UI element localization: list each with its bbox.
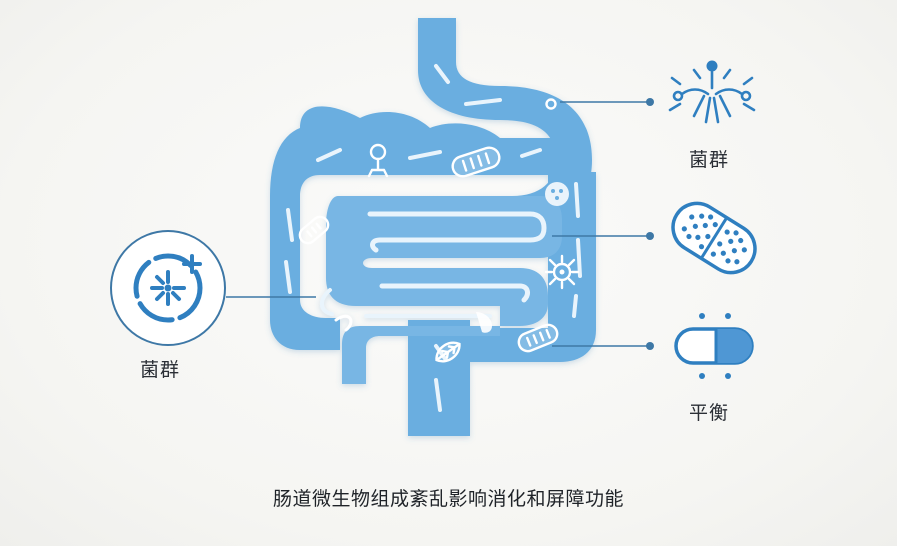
diagram-caption: 肠道微生物组成紊乱影响消化和屏障功能 [272,488,624,510]
small-intestine [326,196,562,384]
large-intestine [270,106,556,350]
rectum [408,320,470,436]
leaf-microbe-icon [435,341,461,363]
intestine [270,18,596,436]
right-bottom-icon-label: 平衡 [689,402,730,424]
rod-bacterium-bottom-icon [517,323,559,353]
connectors [226,98,654,350]
cecum-curl [334,314,353,332]
probiotic-tablet-icon [671,201,757,275]
bacteria-cluster-icon [110,230,226,346]
connector-dot-bottom [646,342,654,350]
microbes [298,98,580,363]
small-intestine-channel-1 [367,211,547,253]
rod-bacterium-top-icon [451,146,501,178]
stomach [418,18,592,232]
colon-dashes [284,64,582,412]
connector-dot-top [646,98,654,106]
spiky-microbe-icon [544,254,580,290]
small-intestine-channel-2 [379,283,530,303]
ascending-colon [470,172,596,362]
left-icon-label: 菌群 [140,359,181,381]
capsule-icon [674,313,754,379]
round-cell-icon [545,182,569,206]
droplet-icon [476,312,492,333]
right-top-icon-label: 菌群 [689,149,730,171]
stomach-dot-icon [545,98,557,110]
neuron-microbe-icon [668,60,756,124]
appendix-curl [320,288,334,316]
phage-icon [367,143,389,178]
connector-dot-middle [646,232,654,240]
rod-bacterium-left-icon [298,215,330,245]
